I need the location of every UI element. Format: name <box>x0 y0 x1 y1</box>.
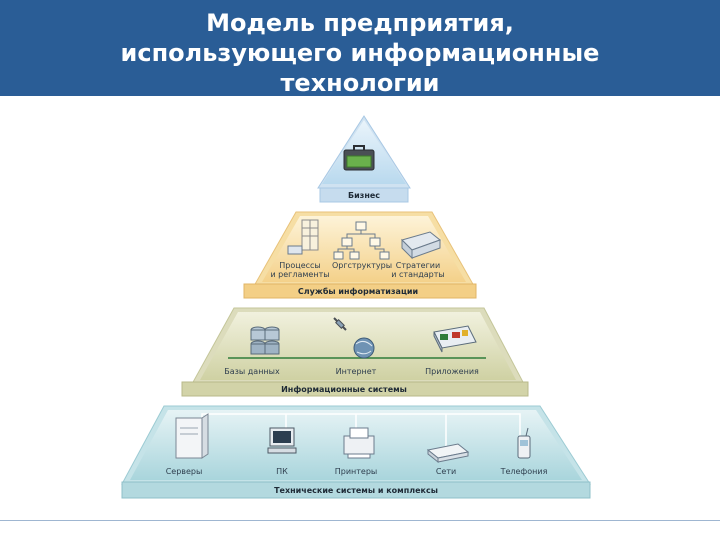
pc-icon <box>267 427 297 454</box>
tier-technical-systems-label: Технические системы и комплексы <box>274 486 438 495</box>
database-icon <box>250 326 280 355</box>
tier-it-services: Процессы и регламенты Оргструктуры Страт… <box>243 211 477 299</box>
tier-business-label: Бизнес <box>348 191 380 200</box>
bottom-rule <box>0 520 720 521</box>
tier-business-band <box>319 187 409 203</box>
title-line-3: технологии <box>280 69 440 97</box>
tier-it-services-item-2-line-1: Оргструктуры <box>332 261 392 270</box>
printer-icon <box>343 427 375 459</box>
tier-information-systems-item-1: Базы данных <box>224 367 280 376</box>
tier-technical-systems-item-1: Серверы <box>166 467 203 476</box>
tier-it-services-label: Службы информатизации <box>298 286 418 296</box>
org-chart-icon <box>333 221 390 260</box>
tier-information-systems: Базы данных Интернет Приложения Информац… <box>181 307 529 397</box>
tier-technical-systems-item-2: ПК <box>276 467 288 476</box>
slide-title: Модель предприятия, использующего информ… <box>0 8 720 98</box>
tier-it-services-band <box>243 283 477 299</box>
tier-information-systems-item-2: Интернет <box>336 367 377 376</box>
tier-information-systems-item-3: Приложения <box>425 367 479 376</box>
process-icon <box>287 219 319 255</box>
strategy-icon <box>401 231 442 260</box>
tier-information-systems-band <box>181 381 529 397</box>
server-icon <box>175 413 209 459</box>
title-line-2: использующего информационные <box>120 39 600 67</box>
tier-information-systems-label: Информационные системы <box>281 385 407 394</box>
tier-technical-systems: Серверы ПК Принтеры Сети Телефония Техни… <box>121 405 591 499</box>
tier-technical-systems-item-4: Сети <box>436 467 456 476</box>
applications-icon <box>433 325 477 353</box>
tier-it-services-item-1-line-2: и регламенты <box>270 270 329 279</box>
tier-it-services-item-3-line-2: и стандарты <box>391 270 444 279</box>
tier-technical-systems-item-3: Принтеры <box>335 467 378 476</box>
tier-business: Бизнес <box>317 115 411 203</box>
tier-it-services-item-3-line-1: Стратегии <box>396 261 440 270</box>
network-cable <box>201 413 521 446</box>
tier-technical-systems-item-5: Телефония <box>500 467 548 476</box>
title-bar: Модель предприятия, использующего информ… <box>0 0 720 98</box>
tier-technical-systems-band <box>121 481 591 499</box>
tier-it-services-item-1-line-1: Процессы <box>279 261 320 270</box>
phone-icon <box>517 427 531 459</box>
network-icon <box>426 443 470 464</box>
briefcase-icon <box>343 145 375 171</box>
title-line-1: Модель предприятия, <box>206 9 514 37</box>
globe-satellite-icon <box>333 317 375 359</box>
